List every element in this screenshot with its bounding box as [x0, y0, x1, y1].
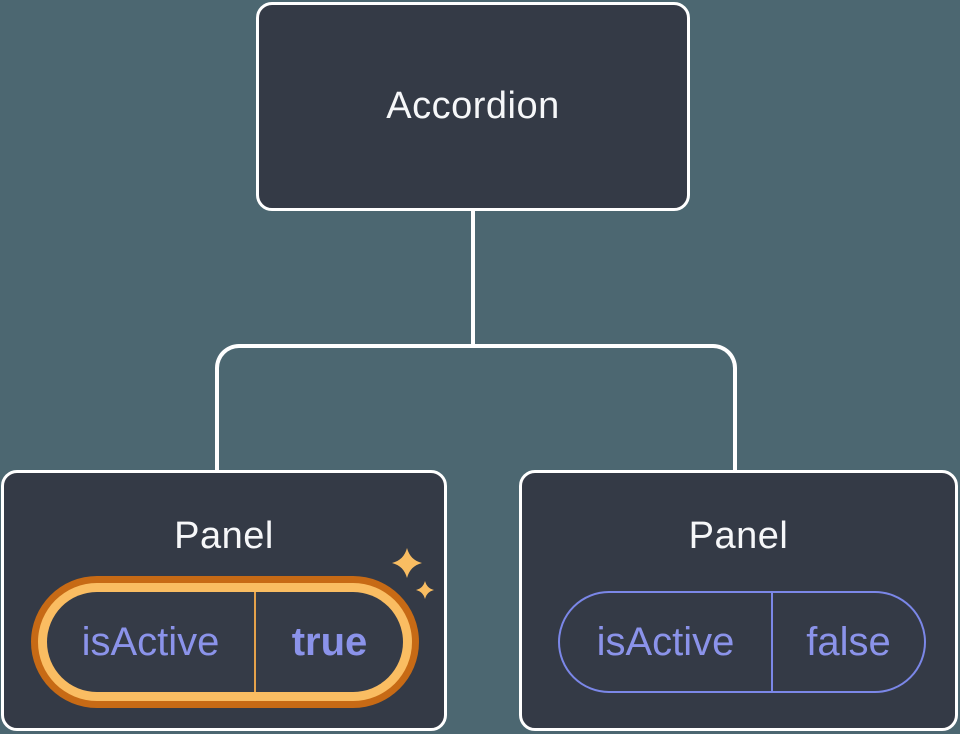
- component-node-accordion: Accordion: [256, 2, 690, 211]
- state-pill-divider: [254, 592, 256, 692]
- state-pill-active: isActive true: [31, 576, 419, 708]
- component-node-panel-active: Panel isActive true: [1, 470, 447, 731]
- state-key-label: isActive: [81, 619, 220, 664]
- state-pill-inactive: isActive false: [558, 591, 926, 693]
- sparkles-icon: [392, 548, 434, 599]
- accordion-node-label: Accordion: [386, 85, 560, 127]
- state-value-label: true: [291, 619, 368, 664]
- panel-node-label: Panel: [174, 515, 274, 557]
- connector-root-stem: [471, 209, 475, 348]
- panel-node-label: Panel: [688, 515, 789, 557]
- state-key-label: isActive: [596, 619, 735, 664]
- state-pill-active-core: isActive true: [47, 592, 403, 692]
- state-pill-divider: [771, 593, 773, 691]
- state-value-label: false: [806, 619, 891, 664]
- component-node-panel-inactive: Panel isActive false: [519, 470, 958, 731]
- connector-branch-bracket: [215, 344, 737, 470]
